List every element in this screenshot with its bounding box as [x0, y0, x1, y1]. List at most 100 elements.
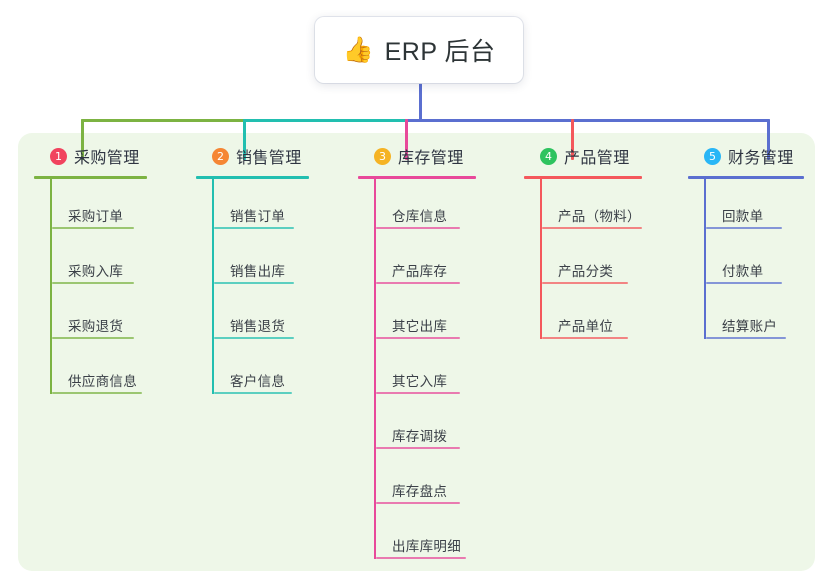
branch-item-rule	[52, 337, 134, 339]
branch-item-label: 销售出库	[230, 264, 286, 279]
branch-column-1: 1 采购管理采购订单采购入库采购退货供应商信息	[34, 143, 154, 399]
bus-segment	[571, 119, 770, 122]
root-node[interactable]: 👍 ERP 后台	[315, 17, 523, 83]
branch-item-rule	[376, 282, 460, 284]
branch-header-3[interactable]: 3 库存管理	[358, 143, 480, 169]
branch-drop-connector	[81, 119, 84, 160]
branch-item-rule	[706, 337, 786, 339]
branch-item-rule	[214, 227, 294, 229]
branch-item[interactable]: 出库库明细	[376, 509, 480, 564]
branch-item[interactable]: 销售退货	[214, 289, 316, 344]
branch-item-list: 产品（物料） 产品分类产品单位	[524, 179, 646, 344]
branch-item[interactable]: 库存盘点	[376, 454, 480, 509]
bus-segment	[81, 119, 246, 122]
branch-item-label: 其它入库	[392, 374, 448, 389]
branch-drop-connector	[767, 119, 770, 160]
branch-badge-5: 5	[704, 147, 721, 165]
branch-item-rule	[214, 392, 292, 394]
branch-drop-connector	[243, 119, 246, 160]
branch-header-5[interactable]: 5 财务管理	[688, 143, 808, 169]
branch-item-rule	[52, 282, 134, 284]
branch-label: 采购管理	[74, 150, 140, 167]
branch-header-rule	[688, 176, 804, 179]
branch-item[interactable]: 产品（物料）	[542, 179, 646, 234]
branch-item[interactable]: 产品单位	[542, 289, 646, 344]
branch-column-4: 4 产品管理产品（物料） 产品分类产品单位	[524, 143, 646, 344]
branch-item[interactable]: 付款单	[706, 234, 808, 289]
branch-spine	[540, 179, 542, 339]
branch-item-list: 采购订单采购入库采购退货供应商信息	[34, 179, 154, 399]
branch-item[interactable]: 产品分类	[542, 234, 646, 289]
branch-item[interactable]: 产品库存	[376, 234, 480, 289]
branch-item[interactable]: 销售出库	[214, 234, 316, 289]
branch-header-rule	[196, 176, 309, 179]
branch-item-rule	[376, 227, 460, 229]
branch-badge-2: 2	[212, 147, 229, 165]
branch-header-2[interactable]: 2 销售管理	[196, 143, 316, 169]
branch-item-label: 产品分类	[558, 264, 614, 279]
branch-item-label: 回款单	[722, 209, 764, 224]
branch-item-label: 出库库明细	[392, 539, 461, 554]
branch-item-list: 销售订单销售出库销售退货客户信息	[196, 179, 316, 399]
branch-badge-1: 1	[50, 147, 67, 165]
root-stem-connector	[419, 83, 422, 122]
branch-item-label: 采购订单	[68, 209, 124, 224]
branch-item-label: 产品（物料）	[558, 209, 641, 224]
branch-item-rule	[214, 282, 294, 284]
branch-item[interactable]: 结算账户	[706, 289, 808, 344]
branch-item[interactable]: 销售订单	[214, 179, 316, 234]
diagram-panel	[18, 133, 815, 571]
branch-item-list: 仓库信息产品库存其它出库其它入库库存调拨库存盘点出库库明细	[358, 179, 480, 564]
branch-item-label: 结算账户	[722, 319, 778, 334]
branch-item-rule	[52, 227, 134, 229]
branch-label: 财务管理	[728, 150, 794, 167]
branch-item-label: 库存调拨	[392, 429, 448, 444]
branch-label: 库存管理	[398, 150, 464, 167]
branch-item[interactable]: 客户信息	[214, 344, 316, 399]
branch-item[interactable]: 采购退货	[52, 289, 154, 344]
branch-column-5: 5 财务管理回款单付款单结算账户	[688, 143, 808, 344]
branch-spine	[374, 179, 376, 559]
branch-item-label: 销售退货	[230, 319, 286, 334]
branch-header-rule	[358, 176, 476, 179]
bus-segment	[243, 119, 408, 122]
branch-header-1[interactable]: 1 采购管理	[34, 143, 154, 169]
branch-header-4[interactable]: 4 产品管理	[524, 143, 646, 169]
branch-item-label: 供应商信息	[68, 374, 137, 389]
branch-spine	[212, 179, 214, 394]
branch-item-rule	[542, 282, 628, 284]
branch-item[interactable]: 回款单	[706, 179, 808, 234]
branch-item-label: 客户信息	[230, 374, 286, 389]
branch-item[interactable]: 采购订单	[52, 179, 154, 234]
branch-item-label: 库存盘点	[392, 484, 448, 499]
branch-item-rule	[376, 392, 460, 394]
branch-item-label: 采购退货	[68, 319, 124, 334]
branch-item[interactable]: 其它出库	[376, 289, 480, 344]
branch-badge-3: 3	[374, 147, 391, 165]
branch-item[interactable]: 仓库信息	[376, 179, 480, 234]
branch-label: 产品管理	[564, 150, 630, 167]
branch-label: 销售管理	[236, 150, 302, 167]
branch-item-label: 产品单位	[558, 319, 614, 334]
branch-item-label: 其它出库	[392, 319, 448, 334]
branch-spine	[50, 179, 52, 394]
branch-item-rule	[542, 227, 642, 229]
branch-item-label: 采购入库	[68, 264, 124, 279]
branch-item-label: 付款单	[722, 264, 764, 279]
branch-column-2: 2 销售管理销售订单销售出库销售退货客户信息	[196, 143, 316, 399]
branch-item[interactable]: 供应商信息	[52, 344, 154, 399]
branch-header-rule	[34, 176, 147, 179]
branch-item-list: 回款单付款单结算账户	[688, 179, 808, 344]
branch-spine	[704, 179, 706, 339]
branch-item-rule	[706, 227, 782, 229]
branch-item-rule	[214, 337, 294, 339]
branch-header-rule	[524, 176, 642, 179]
branch-item[interactable]: 采购入库	[52, 234, 154, 289]
branch-item[interactable]: 库存调拨	[376, 399, 480, 454]
branch-item-rule	[52, 392, 142, 394]
branch-item[interactable]: 其它入库	[376, 344, 480, 399]
branch-item-rule	[376, 502, 460, 504]
branch-badge-4: 4	[540, 147, 557, 165]
root-title: ERP 后台	[384, 38, 496, 66]
